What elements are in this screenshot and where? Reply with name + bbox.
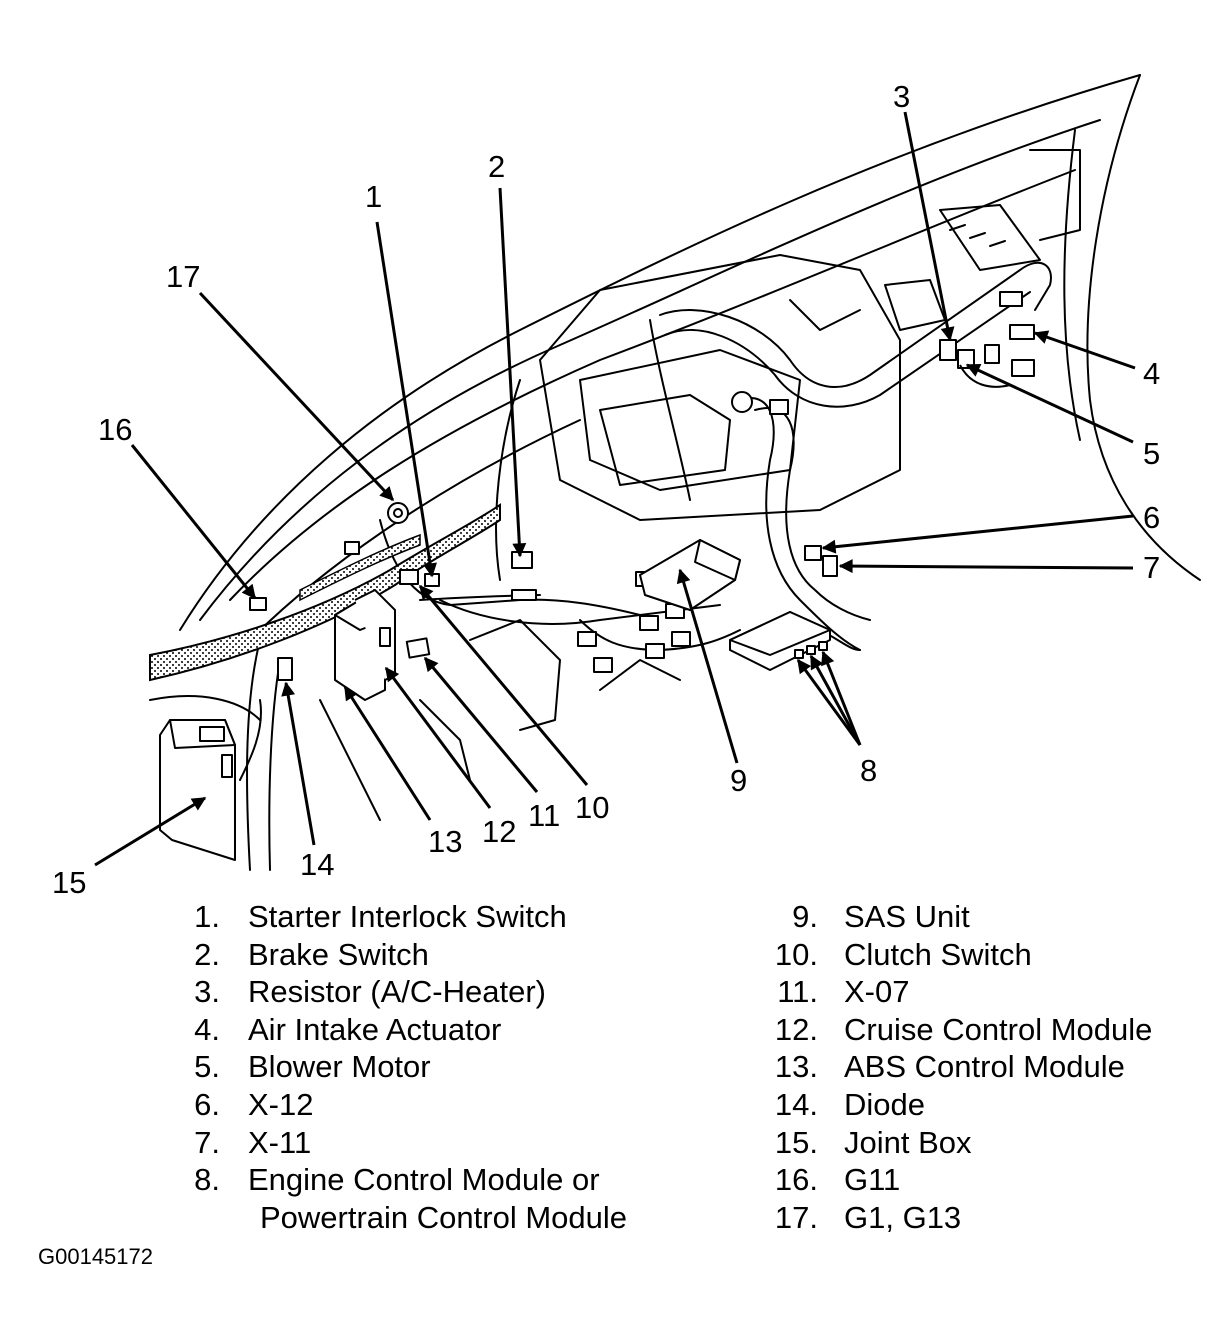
legend-label: G11: [844, 1162, 901, 1198]
legend-number: 7.: [194, 1124, 220, 1160]
legend-label: Air Intake Actuator: [248, 1011, 502, 1047]
legend-item-2: 2. Brake Switch: [0, 936, 627, 974]
legend-item-4: 4. Air Intake Actuator: [0, 1011, 627, 1049]
legend-label: Clutch Switch: [844, 936, 1032, 972]
legend-number: 5.: [194, 1049, 220, 1085]
legend-item-9: 9. SAS Unit: [0, 898, 1152, 936]
legend-item-10: 10. Clutch Switch: [0, 936, 1152, 974]
legend-item-13: 13. ABS Control Module: [0, 1048, 1152, 1086]
legend-item-17: 17. G1, G13: [0, 1199, 1152, 1237]
legend-number: 15.: [774, 1124, 818, 1160]
callout-16: 16: [98, 412, 132, 447]
callout-10: 10: [575, 790, 609, 825]
legend-item-8: 8. Engine Control Module or: [0, 1161, 627, 1199]
legend-item-6: 6. X-12: [0, 1086, 627, 1124]
callout-9: 9: [730, 763, 747, 798]
legend-item-5: 5. Blower Motor: [0, 1048, 627, 1086]
legend-number: 6.: [194, 1086, 220, 1122]
legend-label: X-11: [248, 1124, 312, 1160]
legend-number: 1.: [194, 899, 220, 934]
legend-number: 14.: [774, 1086, 818, 1122]
callout-3: 3: [893, 79, 910, 114]
legend-item-16: 16. G11: [0, 1161, 1152, 1199]
callout-2: 2: [488, 149, 505, 184]
callout-8: 8: [860, 753, 877, 788]
callout-17: 17: [166, 259, 200, 294]
legend-number: 17.: [774, 1199, 818, 1235]
legend-item-15: 15. Joint Box: [0, 1124, 1152, 1162]
legend-left: 1. Starter Interlock Switch 2. Brake Switc…: [0, 898, 627, 1236]
legend-right: 9. SAS Unit 10. Clutch Switch 11. X-07 12. C…: [0, 898, 1153, 1237]
legend-label: Resistor (A/C-Heater): [248, 974, 546, 1010]
legend-number: 10.: [774, 936, 818, 972]
legend-number: 12.: [774, 1011, 818, 1047]
wiring-harness: [149, 503, 501, 682]
dashboard-outline: [149, 74, 1201, 871]
callout-7: 7: [1143, 550, 1160, 585]
leader-lines: [94, 111, 1136, 867]
callout-4: 4: [1143, 356, 1160, 391]
legend-item-12: 12. Cruise Control Module: [0, 1011, 1153, 1049]
legend-label: X-12: [248, 1086, 314, 1122]
legend-label: G1, G13: [844, 1199, 962, 1235]
components: [159, 291, 1035, 861]
legend-label: Brake Switch: [248, 936, 429, 972]
callout-1: 1: [365, 179, 382, 214]
legend-item-8-continuation: Powertrain Control Module: [260, 1199, 628, 1235]
legend-label: ABS Control Module: [844, 1049, 1125, 1085]
diode: [277, 657, 293, 681]
callout-11: 11: [528, 798, 560, 833]
legend-item-3: 3. Resistor (A/C-Heater): [0, 973, 627, 1011]
callout-14: 14: [300, 847, 334, 882]
legend-number: 13.: [774, 1049, 818, 1085]
legend-item-11: 11. X-07: [0, 973, 1152, 1011]
legend-number: 8.: [194, 1162, 220, 1198]
legend-label: Blower Motor: [248, 1049, 431, 1085]
legend-item-7: 7. X-11: [0, 1124, 627, 1162]
legend-label: SAS Unit: [844, 899, 970, 934]
callout-13: 13: [428, 824, 462, 859]
legend-label: X-07: [844, 974, 910, 1010]
legend-label: Cruise Control Module: [844, 1011, 1153, 1047]
callout-numbers: 1 2 3 4 5 6 7 8 9 10 11 12 13 14 15 16 1…: [52, 79, 1160, 900]
legend-label: Joint Box: [844, 1124, 972, 1160]
legend-number: 2.: [194, 936, 220, 972]
figure-id: G00145172: [38, 1244, 153, 1269]
callout-6: 6: [1143, 500, 1160, 535]
legend-label: Engine Control Module or: [248, 1162, 600, 1198]
legend-number: 16.: [774, 1162, 818, 1198]
callout-5: 5: [1143, 436, 1160, 471]
legend-item-1: 1. Starter Interlock Switch: [0, 898, 627, 936]
wiring-diagram: 1 2 3 4 5 6 7 8 9 10 11 12 13 14 15 16 1…: [52, 74, 1201, 900]
callout-12: 12: [482, 814, 516, 849]
legend-label: Diode: [844, 1086, 925, 1122]
legend-label: Starter Interlock Switch: [248, 899, 567, 934]
legend-number: 3.: [194, 974, 220, 1010]
legend-number: 4.: [194, 1011, 220, 1047]
legend-item-14: 14. Diode: [0, 1086, 1152, 1124]
legend-number: 11.: [777, 974, 818, 1010]
legend-number: 9.: [792, 899, 818, 934]
callout-15: 15: [52, 865, 86, 900]
